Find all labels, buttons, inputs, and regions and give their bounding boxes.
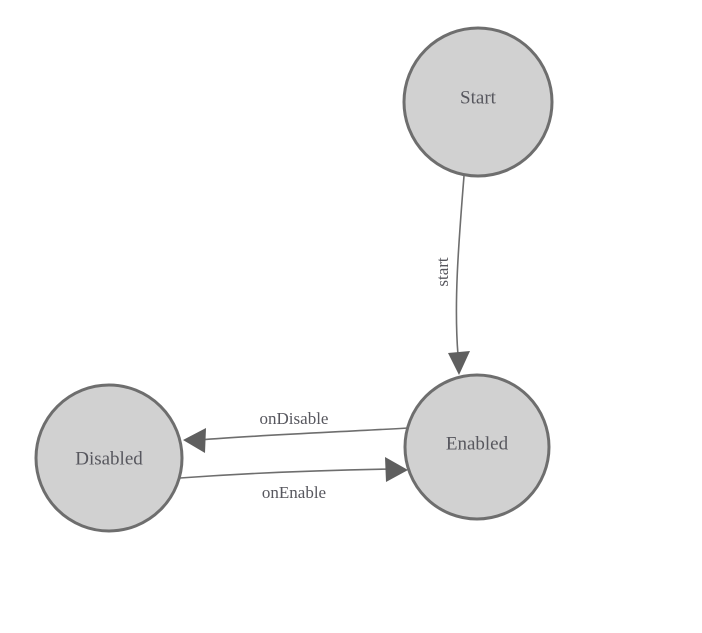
edge-label-on-enable: onEnable (262, 483, 326, 502)
edge-start-to-enabled[interactable]: start (433, 175, 470, 375)
edge-enabled-to-disabled[interactable]: onDisable (183, 409, 409, 453)
edge-disabled-to-enabled-path (179, 468, 393, 479)
edge-start-to-enabled-arrowhead (448, 351, 470, 375)
state-node-start-circle (402, 26, 554, 178)
edge-disabled-to-enabled[interactable]: onEnable (179, 457, 408, 502)
state-node-disabled-circle (34, 383, 184, 533)
edge-label-start: start (433, 257, 452, 287)
state-node-enabled-circle (403, 373, 551, 521)
state-node-start[interactable]: Start (402, 26, 554, 178)
edge-label-on-disable: onDisable (260, 409, 329, 428)
state-node-enabled[interactable]: Enabled (403, 373, 551, 521)
edge-enabled-to-disabled-path (198, 427, 409, 441)
state-node-start-label: Start (460, 87, 497, 108)
state-node-disabled[interactable]: Disabled (34, 383, 184, 533)
state-node-disabled-label: Disabled (75, 448, 143, 469)
edge-disabled-to-enabled-arrowhead (385, 457, 408, 482)
edge-enabled-to-disabled-arrowhead (183, 428, 206, 453)
state-node-enabled-label: Enabled (446, 433, 509, 454)
edge-start-to-enabled-path (455, 175, 465, 356)
